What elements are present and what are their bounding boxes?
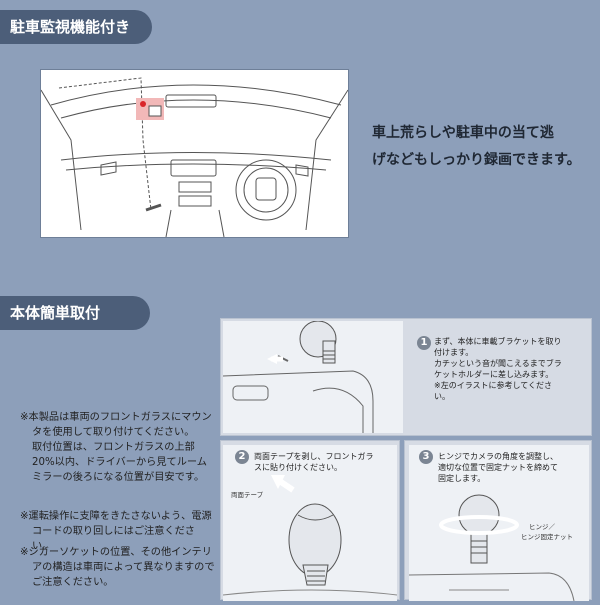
car-interior-drawing	[40, 77, 349, 238]
step-2-illustration	[222, 445, 398, 601]
step-2-tape-label: 両面テープ	[231, 491, 264, 499]
step-1-panel: 1 まず、本体に車載ブラケットを取り 付けます。 カチッという音が聞こえるまでブ…	[220, 318, 592, 436]
section-title-mount: 本体簡単取付	[0, 296, 150, 330]
note-cigarette-socket: ※シガーソケットの位置、その他インテリ アの構造は車両によって異なりますので ご…	[20, 547, 215, 588]
step-3-text: ヒンジでカメラの角度を調整し、 適切な位置で固定ナットを締めて 固定します。	[438, 452, 558, 483]
step-2-number: 2	[235, 450, 249, 464]
step-2-panel: 2 両面テープを剥し、フロントガラ スに貼り付けください。 両面テープ	[220, 440, 400, 601]
note-mount-position: ※本製品は車両のフロントガラスにマウン タを使用して取り付けてください。 取付位…	[20, 412, 212, 483]
step-1-text: まず、本体に車載ブラケットを取り 付けます。 カチッという音が聞こえるまでブラ …	[434, 337, 562, 401]
note-cable-routing: ※運転操作に支障をきたさないよう、電源 コードの取り回しにはご注意ください。	[20, 511, 212, 552]
step-3-illustration	[408, 445, 589, 602]
step-3-hinge-label: ヒンジ／	[529, 523, 555, 531]
parking-description: 車上荒らしや駐車中の当て逃 げなどもしっかり録画できます。	[372, 125, 581, 168]
step-3-panel: 3 ヒンジでカメラの角度を調整し、 適切な位置で固定ナットを締めて 固定します。…	[404, 440, 592, 602]
step-2-text: 両面テープを剥し、フロントガラ スに貼り付けください。	[254, 452, 374, 472]
step-1-number: 1	[417, 336, 431, 350]
step-1-illustration	[222, 320, 403, 433]
recording-marker-icon	[140, 101, 146, 107]
car-interior-illustration	[40, 69, 349, 238]
section-title-parking: 駐車監視機能付き	[0, 10, 152, 44]
step-3-number: 3	[419, 450, 433, 464]
step-3-nut-label: ヒンジ固定ナット	[521, 533, 573, 541]
